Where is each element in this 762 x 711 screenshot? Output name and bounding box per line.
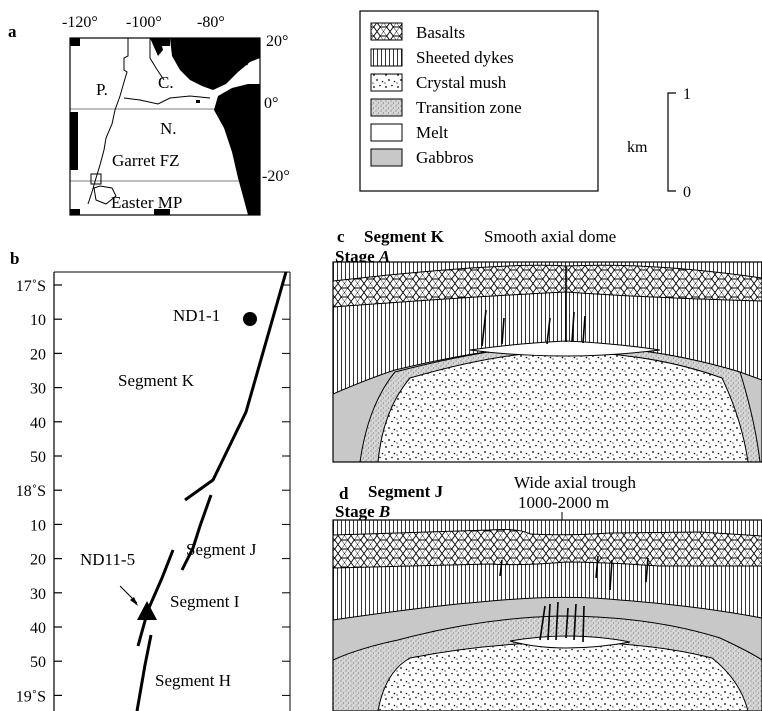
lon-tick-label: -120° [62,14,98,31]
latitude-tick-label: 20 [30,346,46,363]
panel-d-label: d [339,484,349,503]
panel-b: b 17˚S 10 20 30 40 50 18˚S 10 20 30 40 50 19˚S ND1-1… [10,249,291,711]
panel-d-annotation-line1: Wide axial trough [514,473,637,492]
latitude-tick-label: 40 [30,415,46,432]
lat-tick-label: -20° [262,168,290,185]
south-america-landmass [214,84,260,215]
melt-lens [469,340,661,357]
section-c-frame [332,261,762,463]
panel-c-segment: Segment K [364,227,445,246]
segment-h-trace [135,634,153,711]
legend-item-crystal-mush: Crystal mush [370,73,507,92]
pacific-plate-label: P. [96,80,108,99]
latitude-tick-label: 50 [30,654,46,671]
lat-tick-label: 20° [266,33,288,50]
crystal-mush-swatch [370,73,403,92]
legend-item-melt: Melt [370,123,448,142]
basalts-swatch [370,22,403,41]
panel-d-annotation-line2: 1000-2000 m [518,493,609,512]
latitude-tick-label: 20 [30,552,46,569]
legend-label: Transition zone [416,98,522,117]
panel-c-annotation: Smooth axial dome [484,227,616,246]
dyke-injections [481,266,586,347]
central-america-landmass [170,38,260,90]
sheeted-dykes-swatch [370,48,403,67]
scale-top-label: 1 [683,86,691,103]
galapagos-islands [196,100,200,103]
panel-c: c Segment K Smooth axial dome Stage A [332,227,762,463]
latitude-tick-label: 17˚S [16,278,46,295]
legend-label: Sheeted dykes [416,48,514,67]
segment-i-label: Segment I [170,592,240,611]
basalt-layer [333,264,762,308]
transition-zone-swatch [370,98,403,117]
panel-c-label: c [337,227,345,246]
panel-d: d Segment J Stage B Wide axial trough 10… [332,473,762,711]
panel-d-segment: Segment J [368,482,444,501]
latitude-tick-label: 30 [30,586,46,603]
segment-j-trace [180,494,213,571]
section-d [333,520,762,711]
segment-j-label: Segment J [186,540,257,559]
segment-k-label: Segment K [118,371,195,390]
legend-item-transition-zone: Transition zone [370,98,522,117]
scale-bar: 1 0 km [627,86,691,201]
segment-k-trace [184,271,288,502]
panel-a-label: a [8,22,17,41]
easter-mp-label: Easter MP [111,193,182,212]
latitude-tick-label: 19˚S [16,688,46,705]
sample-nd11-5-marker [137,601,157,620]
scale-bottom-label: 0 [683,184,691,201]
section-c [333,262,762,462]
map-graticule [70,108,260,182]
latitude-tick-label: 40 [30,620,46,637]
latitude-tick-label: 10 [30,312,46,329]
segment-h-label: Segment H [155,671,231,690]
lon-tick-label: -100° [126,14,162,31]
melt-swatch [370,123,403,142]
scale-unit-label: km [627,139,648,156]
nazca-plate-label: N. [160,119,177,138]
map-frame-ticks [70,38,260,215]
gabbros-swatch [370,148,403,167]
dyke-injections [499,555,649,643]
sample-nd1-1-marker [243,312,257,326]
legend: Basalts Sheeted dykes Crystal mush Trans… [359,10,599,192]
legend-label: Basalts [416,23,465,42]
lat-tick-label: 0° [264,95,278,112]
caribbean-island [228,60,248,67]
legend-label: Gabbros [416,148,474,167]
panel-b-label: b [10,249,19,268]
legend-label: Crystal mush [416,73,507,92]
legend-item-sheeted-dykes: Sheeted dykes [370,48,514,67]
map-frame [69,37,261,216]
segment-i-trace [136,549,175,647]
sample-nd11-5-label: ND11-5 [80,550,135,569]
latitude-tick-label: 50 [30,449,46,466]
latitude-tick-label: 18˚S [16,483,46,500]
legend-label: Melt [416,123,448,142]
legend-item-gabbros: Gabbros [370,148,474,167]
garrett-fz-label: Garret FZ [112,151,180,170]
lon-tick-label: -80° [197,14,225,31]
latitude-tick-label: 10 [30,517,46,534]
legend-item-basalts: Basalts [370,22,465,42]
cocos-plate-label: C. [158,73,174,92]
latitude-tick-label: 30 [30,381,46,398]
map-body [70,38,260,215]
panel-c-stage: Stage A [335,247,390,266]
sample-nd1-1-label: ND1-1 [173,306,220,325]
study-area-box [90,173,102,185]
latitude-ticks: 17˚S 10 20 30 40 50 18˚S 10 20 30 40 50 19˚S [16,278,290,705]
panel-a: a -120° -100° -80° 20° 0° -20° [8,14,290,216]
section-d-frame [332,519,762,711]
basalt-layer [333,529,762,569]
panel-d-stage: Stage B [335,502,390,521]
arrowhead [130,597,138,606]
